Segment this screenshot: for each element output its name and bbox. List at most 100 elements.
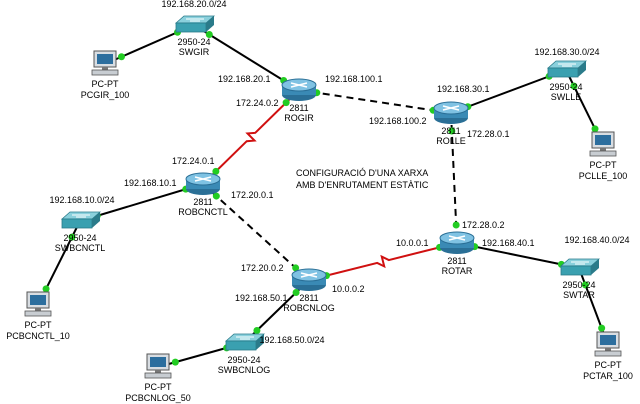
switch-icon (174, 15, 216, 33)
router-icon (439, 231, 475, 254)
robcnlog-ctl-ip-label: 172.20.0.2 (241, 263, 284, 273)
swbcnlog-network-label: 192.168.50.0/24 (259, 335, 324, 345)
port-dot-robcnctl-1 (212, 167, 220, 175)
diagram-title-line-2: AMB D'ENRUTAMENT ESTÀTIC (296, 180, 429, 190)
robcnctl-name-label: ROBCNCTL (178, 207, 228, 217)
port-dot-robcnctl-0 (212, 192, 220, 200)
router-icon (433, 101, 469, 124)
port-dot-swgir-0 (205, 30, 213, 38)
swtar-type-label: 2950-24 (562, 280, 595, 290)
swlle-type-label: 2950-24 (549, 82, 582, 92)
pcbcnlog-name-label: PCBCNLOG_50 (125, 393, 191, 403)
pcbcnctl-name-label: PCBCNCTL_10 (6, 331, 70, 341)
pcbcnlog-type-label: PC-PT (145, 382, 173, 392)
port-dot-rogir-0 (282, 99, 290, 107)
port-dot-pcbcnlog-1 (171, 358, 179, 366)
port-dot-robcnlog-1 (292, 264, 300, 272)
swtar-name-label: SWTAR (563, 290, 595, 300)
switch-icon (559, 258, 601, 276)
switch-icon (546, 60, 588, 78)
robcnctl-type-label: 2811 (193, 197, 212, 207)
pclle-type-label: PC-PT (590, 160, 618, 170)
rotar-name-label: ROTAR (442, 266, 473, 276)
pc-icon (91, 50, 119, 76)
robcnctl-serial-ip-label: 172.24.0.1 (172, 156, 215, 166)
devices-layer: PC-PTPCGIR_1002950-24SWGIR192.168.20.0/2… (6, 0, 633, 403)
swlle-name-label: SWLLE (551, 92, 582, 102)
swbcnlog-type-label: 2950-24 (227, 355, 260, 365)
robcnctl-lan-ip-label: 192.168.10.1 (124, 178, 177, 188)
swbcnctl-type-label: 2950-24 (63, 233, 96, 243)
pc-icon (24, 291, 52, 317)
swbcnlog-name-label: SWBCNLOG (218, 365, 271, 375)
rotar-type-label: 2811 (447, 256, 466, 266)
swgir-type-label: 2950-24 (177, 37, 210, 47)
port-dot-robcnlog-0 (292, 289, 300, 297)
rolle-tar-ip-label: 172.28.0.1 (467, 129, 510, 139)
link-rogir-rolle (298, 89, 452, 114)
pcgir-name-label: PCGIR_100 (81, 90, 130, 100)
rolle-lan-ip-label: 192.168.30.1 (437, 84, 490, 94)
port-dot-rotar-1 (452, 221, 460, 229)
router-icon (281, 78, 317, 101)
pcbcnctl-type-label: PC-PT (25, 320, 53, 330)
rotar-serial-ip-label: 10.0.0.1 (396, 238, 429, 248)
rogir-wan-ip-label: 192.168.100.1 (325, 74, 383, 84)
swbcnctl-network-label: 192.168.10.0/24 (49, 195, 114, 205)
port-dot-pctar-1 (598, 324, 606, 332)
pc-icon (589, 131, 617, 157)
labels-layer: CONFIGURACIÓ D'UNA XARXA AMB D'ENRUTAMEN… (124, 74, 535, 303)
pctar-type-label: PC-PT (595, 360, 623, 370)
robcnlog-name-label: ROBCNLOG (283, 303, 335, 313)
swgir-name-label: SWGIR (179, 47, 210, 57)
rolle-wan-ip-label: 192.168.100.2 (369, 116, 427, 126)
router-icon (291, 268, 327, 291)
robcnctl-log-ip-label: 172.20.0.1 (231, 190, 274, 200)
swgir-network-label: 192.168.20.0/24 (161, 0, 226, 9)
swbcnctl-name-label: SWBCNCTL (55, 243, 106, 253)
robcnlog-lan-ip-label: 192.168.50.1 (235, 293, 288, 303)
diagram-title-line-1: CONFIGURACIÓ D'UNA XARXA (296, 168, 428, 178)
pcgir-type-label: PC-PT (92, 79, 120, 89)
rotar-lan-ip-label: 192.168.40.1 (482, 238, 535, 248)
link-rolle-rotar (450, 112, 458, 244)
port-dot-pclle-1 (591, 125, 599, 133)
rolle-type-label: 2811 (441, 126, 460, 136)
port-dot-rolle-0 (448, 127, 456, 135)
rogir-lan-ip-label: 192.168.20.1 (218, 74, 271, 84)
switch-icon (60, 211, 102, 229)
rogir-name-label: ROGIR (284, 113, 314, 123)
port-dot-swtar-0 (581, 281, 589, 289)
pclle-name-label: PCLLE_100 (579, 171, 628, 181)
swlle-network-label: 192.168.30.0/24 (534, 47, 599, 57)
pc-icon (594, 331, 622, 357)
pctar-name-label: PCTAR_100 (583, 371, 633, 381)
rogir-serial-ip-label: 172.24.0.2 (236, 98, 279, 108)
rotar-lle-ip-label: 172.28.0.2 (462, 220, 505, 230)
link-rogir-robcnctl (202, 89, 300, 185)
rolle-name-label: ROLLE (436, 136, 466, 146)
ports-layer (42, 28, 606, 366)
port-dot-pcbcnctl-1 (42, 285, 50, 293)
links-layer (37, 24, 609, 368)
link-robcnlog-rotar (308, 242, 458, 281)
robcnlog-type-label: 2811 (299, 293, 318, 303)
port-dot-pcgir-0 (117, 53, 125, 61)
rogir-type-label: 2811 (289, 103, 308, 113)
